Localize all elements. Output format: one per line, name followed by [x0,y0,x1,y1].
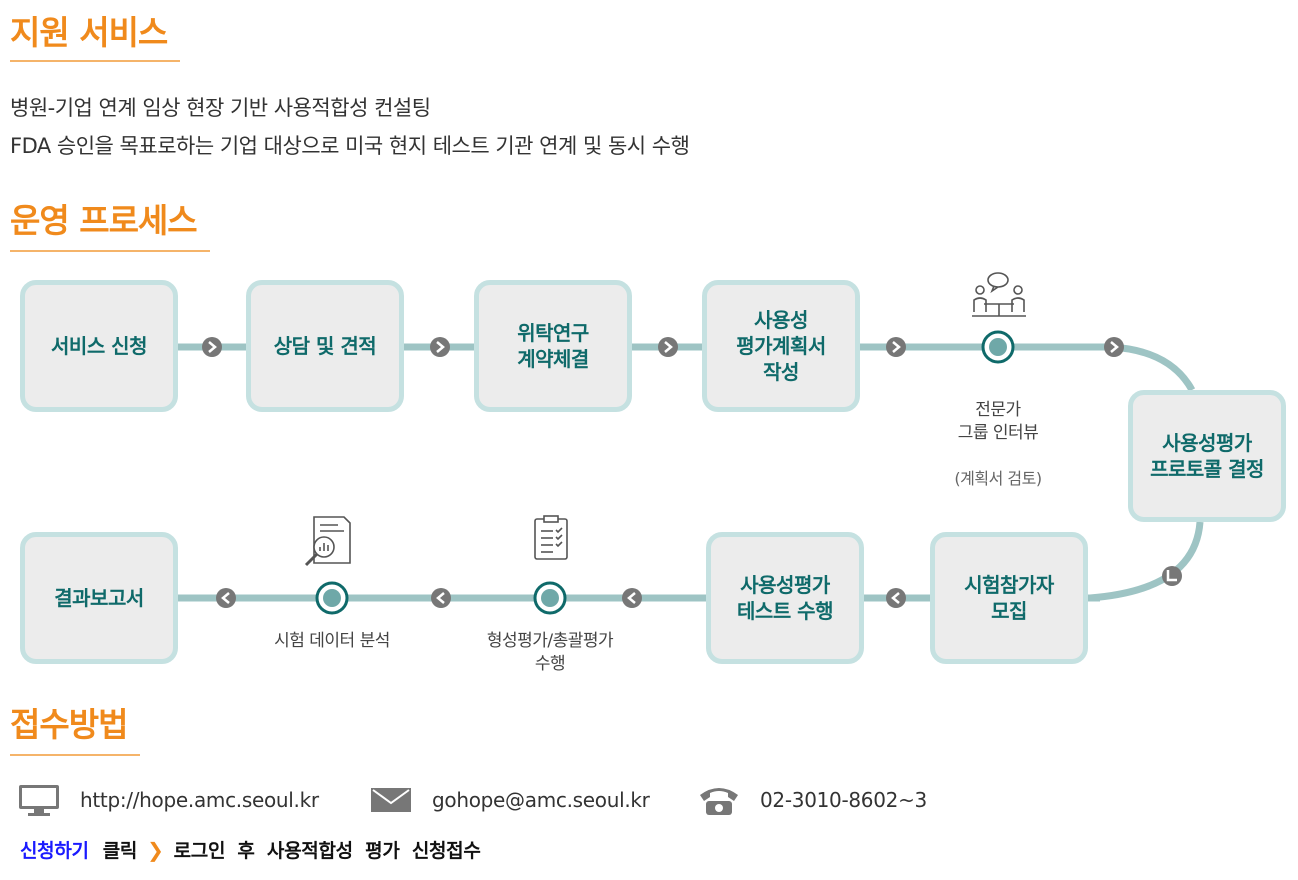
milestone-node [315,581,349,615]
process-diagram: 서비스 신청 상담 및 견적 위탁연구 계약체결 사용성 평가계획서 작성 사용… [0,260,1298,690]
apply-title: 접수방법 [10,705,128,744]
envelope-icon [371,788,411,812]
data-analysis-icon [304,516,351,567]
clipboard-icon [534,515,568,560]
node-label-data-analysis: 시험 데이터 분석 [274,631,390,651]
contact-email: gohope@amc.seoul.kr [370,782,650,818]
intro-line-1: 병원-기업 연계 임상 현장 기반 사용적합성 컨설팅 [10,96,431,120]
step-participant-recruit: 시험참가자 모집 [930,532,1088,664]
step-protocol-decision: 사용성평가 프로토콜 결정 [1128,390,1286,522]
arrow-right-icon [658,337,678,357]
contact-web-url[interactable]: http://hope.amc.seoul.kr [80,788,319,812]
milestone-node [981,330,1015,364]
monitor-icon [19,785,59,816]
node-label-interview-sub: (계획서 검토) [954,468,1042,488]
right-curve-connector-lower [1089,521,1204,602]
apply-instruction-text: 로그인 후 사용적합성 평가 신청접수 [173,840,481,862]
node-label-interview: 전문가 그룹 인터뷰 (계획서 검토) [918,376,1078,512]
step-contract: 위탁연구 계약체결 [474,280,632,412]
milestone-node [533,581,567,615]
contact-email-address[interactable]: gohope@amc.seoul.kr [432,788,650,812]
apply-title-underline [10,754,140,756]
right-curve-connector [1109,343,1196,392]
step-test-execution: 사용성평가 테스트 수행 [706,532,864,664]
node-label-evaluation: 형성평가/총괄평가 수행 [486,631,614,674]
step-eval-plan: 사용성 평가계획서 작성 [702,280,860,412]
arrow-left-icon [431,588,451,608]
support-title-underline [10,60,180,62]
process-title: 운영 프로세스 [10,201,198,240]
arrow-right-icon [886,337,906,357]
arrow-left-icon [216,588,236,608]
phone-icon [700,788,738,815]
arrow-right-icon [202,337,222,357]
step-service-request: 서비스 신청 [20,280,178,412]
arrow-left-icon [622,588,642,608]
support-title: 지원 서비스 [10,13,168,52]
chevron-right-icon: ❯ [147,837,164,862]
node-label-interview-main: 전문가 그룹 인터뷰 [957,399,1039,443]
process-title-underline [10,250,210,252]
apply-instruction: 신청하기 클릭 ❯ 로그인 후 사용적합성 평가 신청접수 [20,836,481,863]
contact-phone: 02-3010-8602~3 [698,782,927,818]
intro-line-2: FDA 승인을 목표로하는 기업 대상으로 미국 현지 테스트 기관 연계 및 … [10,134,690,158]
interview-icon [972,272,1026,317]
arrow-right-icon [1104,337,1124,357]
process-connectors [170,272,1204,615]
apply-link[interactable]: 신청하기 [20,840,89,862]
step-result-report: 결과보고서 [20,532,178,664]
contact-row: http://hope.amc.seoul.kr gohope@amc.seou… [0,782,1298,818]
contact-phone-number[interactable]: 02-3010-8602~3 [760,788,927,812]
arrow-right-icon [430,337,450,357]
arrow-corner-icon [1162,566,1182,586]
contact-web: http://hope.amc.seoul.kr [18,782,319,818]
step-consult-estimate: 상담 및 견적 [246,280,404,412]
apply-click-label: 클릭 [102,840,138,862]
arrow-left-icon [886,588,906,608]
